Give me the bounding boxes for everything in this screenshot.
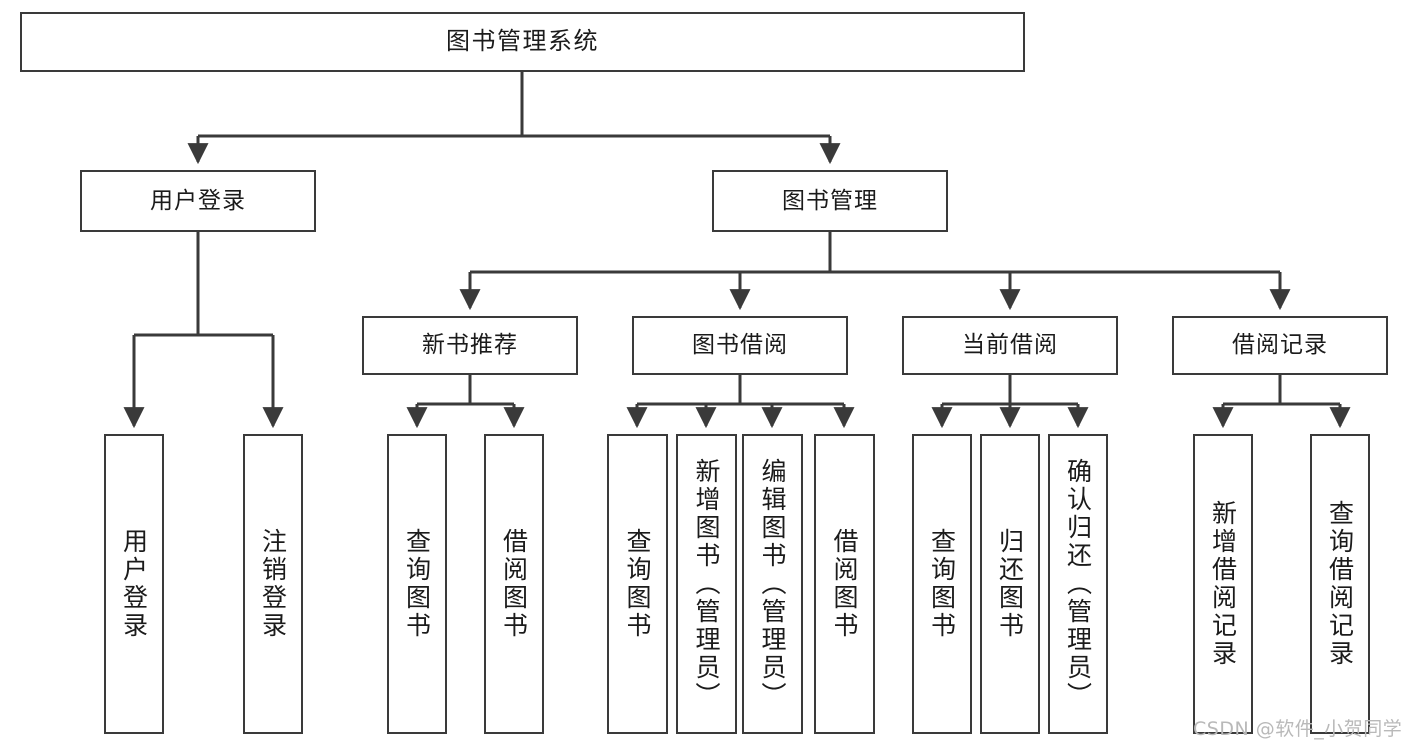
leaf-user-login[interactable]: 用户登录 [104,434,164,734]
leaf-borrow-book[interactable]: 借阅图书 [814,434,875,734]
node-label: 当前借阅 [962,332,1058,359]
node-root-system[interactable]: 图书管理系统 [20,12,1025,72]
leaf-return-book[interactable]: 归还图书 [980,434,1040,734]
node-label: 新书推荐 [422,332,518,359]
node-label: 借阅图书 [499,528,529,640]
node-label: 查询图书 [623,528,652,640]
node-label: 用户登录 [119,528,149,640]
node-book-borrow[interactable]: 图书借阅 [632,316,848,375]
leaf-add-book-admin[interactable]: 新增图书（管理员） [676,434,737,734]
node-book-management[interactable]: 图书管理 [712,170,948,232]
leaf-query-book-newbook[interactable]: 查询图书 [387,434,447,734]
node-label: 确认归还（管理员） [1063,458,1093,710]
node-label: 编辑图书（管理员） [758,458,787,710]
node-current-borrow[interactable]: 当前借阅 [902,316,1118,375]
node-borrow-record[interactable]: 借阅记录 [1172,316,1388,375]
leaf-query-borrow-record[interactable]: 查询借阅记录 [1310,434,1370,734]
leaf-confirm-return-admin[interactable]: 确认归还（管理员） [1048,434,1108,734]
node-label: 用户登录 [150,187,246,214]
node-label: 图书管理系统 [446,27,599,56]
leaf-logout[interactable]: 注销登录 [243,434,303,734]
node-label: 查询借阅记录 [1325,500,1355,668]
node-label: 查询图书 [927,528,957,640]
leaf-add-borrow-record[interactable]: 新增借阅记录 [1193,434,1253,734]
node-user-login[interactable]: 用户登录 [80,170,316,232]
node-new-book-recommend[interactable]: 新书推荐 [362,316,578,375]
node-label: 注销登录 [258,528,288,640]
node-label: 借阅记录 [1232,332,1328,359]
node-label: 图书管理 [782,187,878,214]
node-label: 新增借阅记录 [1208,500,1238,668]
leaf-query-book-borrow[interactable]: 查询图书 [607,434,668,734]
watermark: CSDN @软件_小贺同学 [1193,718,1403,740]
leaf-query-book-current[interactable]: 查询图书 [912,434,972,734]
node-label: 归还图书 [995,528,1025,640]
node-label: 查询图书 [402,528,432,640]
node-label: 新增图书（管理员） [692,458,721,710]
node-label: 借阅图书 [830,528,859,640]
leaf-edit-book-admin[interactable]: 编辑图书（管理员） [742,434,803,734]
leaf-borrow-book-newbook[interactable]: 借阅图书 [484,434,544,734]
node-label: 图书借阅 [692,332,788,359]
